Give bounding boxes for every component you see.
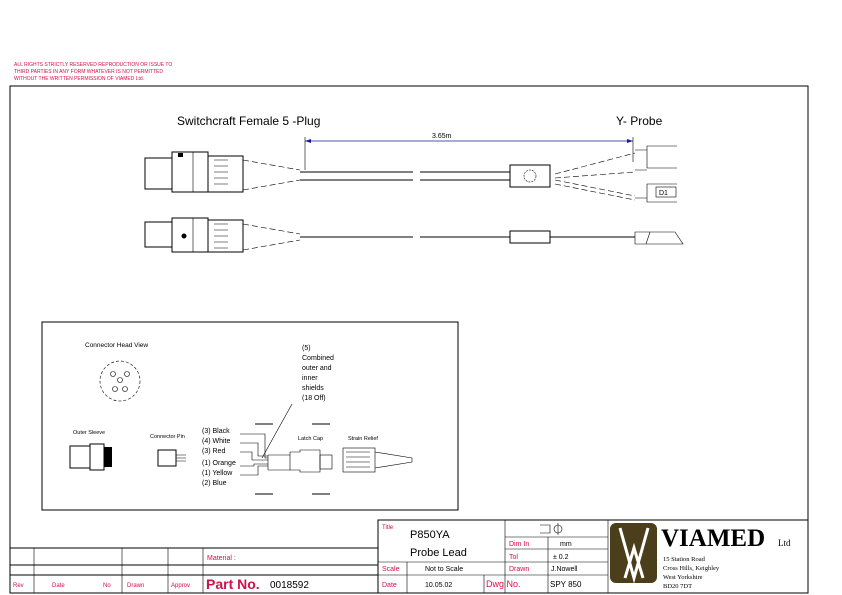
approv-label: Approv	[171, 583, 190, 589]
wire-label: (1) Orange	[202, 460, 236, 467]
notice-line: ALL RIGHTS STRICTLY RESERVED REPRODUCTIO…	[14, 62, 172, 68]
dwg-label: Dwg No.	[486, 579, 521, 589]
address-line: 15 Station Road	[663, 556, 706, 563]
wire-label: (2) Blue	[202, 480, 227, 487]
dim-label: Dim In	[509, 541, 529, 548]
drawn-by-label: Drawn	[509, 566, 529, 573]
title-label: Title	[382, 525, 394, 531]
length-value: 3.65m	[432, 133, 452, 140]
notice-line: WITHOUT THE WRITTEN PERMISSION OF VIAMED…	[14, 76, 144, 82]
wire-label: (3) Black	[202, 428, 230, 435]
shield-note-line: (18 Off)	[302, 395, 326, 402]
title-block: Title P850YA Probe Lead Dim In mm Tol ± …	[377, 519, 809, 594]
dwg-value: SPY 850	[550, 580, 582, 589]
shield-note-line: shields	[302, 385, 324, 392]
title-value: P850YA	[410, 529, 450, 541]
material-label: Material :	[207, 555, 236, 562]
outer-sleeve-label: Outer Sleeve	[73, 430, 105, 436]
company-suffix: Ltd	[778, 538, 791, 548]
cable-top-view: D1	[144, 145, 677, 203]
tol-label: Tol	[509, 554, 518, 561]
shield-note-line: Combined	[302, 355, 334, 362]
address-line: BD20 7DT	[663, 583, 692, 590]
scale-value: Not to Scale	[425, 566, 463, 573]
scale-label: Scale	[382, 566, 400, 573]
drawn-label: Drawn	[127, 583, 144, 589]
connector-detail: Connector Head View Outer Sleeve Connect…	[41, 321, 459, 511]
probe-tag: D1	[659, 190, 668, 197]
connector-label: Switchcraft Female 5 -Plug	[177, 114, 320, 128]
wire-list: (3) Black (4) White (3) Red (1) Orange (…	[202, 428, 236, 487]
probe-label: Y- Probe	[616, 114, 663, 128]
revision-block: Material : Rev Date No Drawn Approv Part…	[10, 547, 378, 593]
shield-note-line: inner	[302, 375, 318, 382]
shield-note: (5) Combined outer and inner shields (18…	[302, 345, 334, 402]
company-block: VIAMED Ltd 15 Station Road Cross Hills, …	[610, 523, 791, 590]
copyright-notice: ALL RIGHTS STRICTLY RESERVED REPRODUCTIO…	[14, 62, 172, 82]
shield-note-line: outer and	[302, 365, 332, 372]
cable-side-view	[144, 217, 684, 253]
drawn-by-value: J.Nowell	[551, 566, 578, 573]
drawing-border	[9, 85, 809, 594]
part-no-value: 0018592	[270, 580, 309, 591]
company-name: VIAMED	[661, 525, 765, 552]
dim-value: mm	[560, 541, 572, 548]
latch-cap-label: Latch Cap	[298, 436, 323, 442]
strain-relief-label: Strain Relief	[348, 436, 378, 442]
notice-line: THIRD PARTIES IN ANY FORM WHATEVER IS NO…	[14, 69, 163, 75]
date-value: 10.05.02	[425, 582, 452, 589]
date-label: Date	[382, 582, 397, 589]
date-label: Date	[52, 583, 65, 589]
address-line: Cross Hills, Keighley	[663, 565, 720, 572]
connector-pin-label: Connector Pin	[150, 434, 185, 440]
part-no-label: Part No.	[206, 576, 260, 592]
wire-label: (4) White	[202, 438, 231, 445]
projection-symbol-icon	[540, 523, 563, 535]
shield-note-line: (5)	[302, 345, 311, 352]
no-label: No	[103, 583, 111, 589]
wire-label: (1) Yellow	[202, 470, 233, 477]
address-line: West Yorkshire	[663, 574, 703, 581]
head-view-label: Connector Head View	[85, 342, 148, 349]
rev-label: Rev	[13, 583, 24, 589]
title-subtitle: Probe Lead	[410, 547, 467, 559]
length-dimension: 3.65m	[304, 133, 634, 170]
tol-value: ± 0.2	[553, 554, 569, 561]
wire-label: (3) Red	[202, 448, 225, 455]
